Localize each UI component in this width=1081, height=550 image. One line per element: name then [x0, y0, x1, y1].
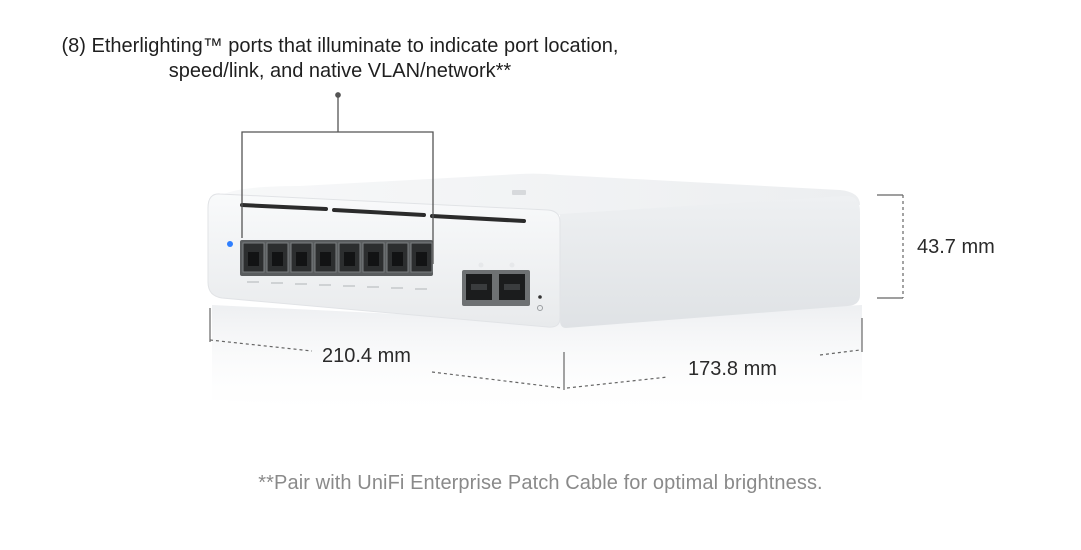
vent-slot [240, 203, 328, 211]
callout-line-1: (8) Etherlighting™ ports that illuminate… [61, 35, 619, 57]
depth-dimension-label: 173.8 mm [688, 358, 777, 380]
sfp-port-block [462, 262, 530, 306]
footnote: **Pair with UniFi Enterprise Patch Cable… [258, 472, 823, 494]
switch-side-surface [560, 195, 860, 328]
width-dimension-line [209, 308, 565, 390]
status-led [227, 241, 233, 247]
callout-line-2: speed/link, and native VLAN/network** [168, 60, 512, 82]
rj45-port-block [240, 240, 433, 290]
height-dimension-label: 43.7 mm [917, 236, 995, 258]
switch-body [207, 173, 860, 328]
unifi-logo [512, 190, 526, 195]
callout-bracket [241, 92, 434, 264]
width-dimension-label: 210.4 mm [322, 345, 411, 367]
reset-pinhole [538, 295, 542, 299]
device-reflection [212, 305, 862, 420]
height-dimension-line [877, 194, 904, 299]
reset-icon [537, 305, 543, 311]
etherlighting-callout: (8) Etherlighting™ ports that illuminate… [0, 34, 680, 84]
vent-slot [332, 208, 426, 217]
depth-dimension-line [566, 318, 863, 389]
vent-slot [430, 214, 526, 223]
